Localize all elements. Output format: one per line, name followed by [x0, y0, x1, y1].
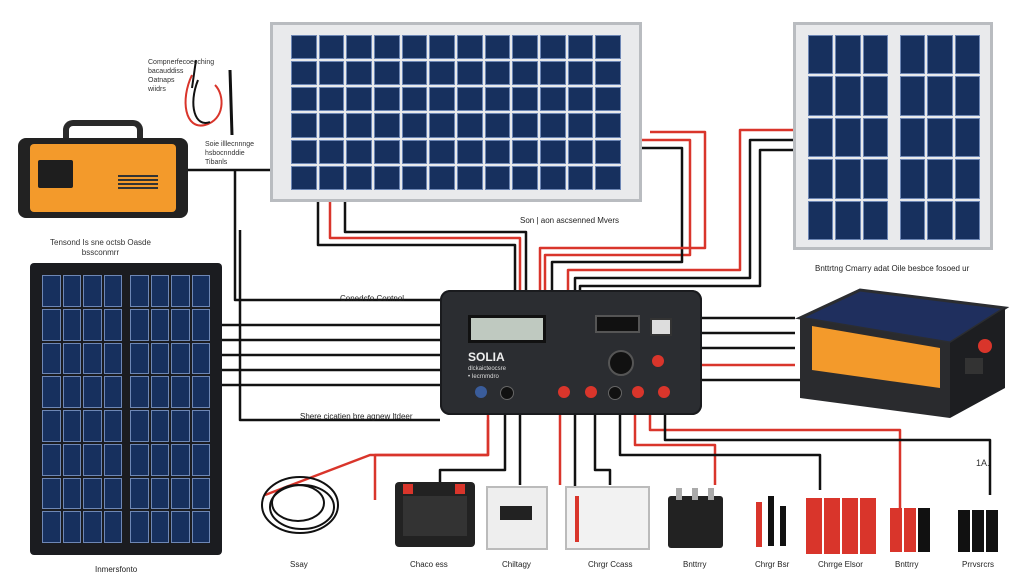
switch-label: Shere cicatien bre agnew ltdeer [300, 412, 413, 421]
multimeter-probe-icon [184, 59, 234, 136]
wire-right-red-1 [566, 128, 795, 290]
cable-coil-icon [261, 476, 339, 534]
item-caption-7: Chrrge Elsor [818, 560, 863, 569]
portable-power-station-icon [18, 120, 188, 220]
right-battery [790, 288, 1012, 428]
wire-down-9 [618, 410, 822, 490]
wire-right-black-1 [573, 138, 795, 290]
controller-red-button[interactable] [652, 355, 664, 367]
right-panel-caption: Bnttrtng Cmarry adat Oile besbce fosoed … [815, 264, 970, 273]
item-caption-3: Chiltagy [502, 560, 531, 569]
battery-device [395, 482, 475, 547]
wire-top-red-2 [543, 138, 692, 290]
wire-top-red-3 [538, 130, 707, 290]
item-caption-8: Bnttrry [895, 560, 919, 569]
item-caption-5: Bnttrry [683, 560, 707, 569]
terminal-black-1[interactable] [500, 386, 514, 400]
terminal-red-3[interactable] [632, 386, 644, 398]
controller-display [468, 315, 546, 343]
controller-sub2: • Iecrnmdro [468, 374, 499, 380]
item-caption-9: Prrvsrcrs [962, 560, 994, 569]
terminal-red-2[interactable] [585, 386, 597, 398]
wire-top-red-1 [328, 200, 522, 290]
wire-top-black-2 [343, 200, 528, 290]
left-panel-caption: Tensond Is sne octsb Oasde bssconmrr [50, 238, 151, 257]
controller-knob[interactable] [608, 350, 634, 376]
top-solar-panel [270, 22, 642, 202]
bottom-left-caption: Inmersfonto [95, 565, 138, 574]
controller-slot [595, 315, 640, 333]
item-caption-4: Chrgr Ccass [588, 560, 633, 569]
charge-device [486, 486, 548, 550]
wire-right-black-2 [578, 148, 795, 292]
wire-down-10 [663, 410, 992, 495]
fuse-icon [668, 486, 723, 548]
wire-down-6 [593, 400, 612, 485]
wire-down-2 [438, 415, 507, 485]
terminal-red-4[interactable] [658, 386, 670, 398]
controller-brand: SOLIA [468, 350, 505, 364]
item-caption-1: Ssay [290, 560, 308, 569]
terminal-icon [806, 478, 878, 554]
controller-sub: dlckaicteocsre [468, 366, 507, 372]
corner-mark: 1A. [976, 458, 990, 468]
wire-top-black-3 [550, 146, 684, 290]
controller-label: Conedcfo Contnol [340, 294, 405, 303]
wire-down-8 [648, 410, 902, 520]
wire-down-7 [633, 410, 717, 485]
right-solar-panel [793, 22, 993, 250]
charger-box [565, 486, 650, 550]
wire-left-7 [238, 230, 440, 422]
item-caption-2: Chaco ess [410, 560, 448, 569]
top-left-callout: Compnerfecoecching bacauddiss Oatnaps wi… [148, 59, 215, 93]
terminal-red-1[interactable] [558, 386, 570, 398]
charge-controller: SOLIA dlckaicteocsre • Iecrnmdro [440, 290, 702, 415]
left-solar-panel [30, 263, 222, 555]
wire-left-6 [233, 170, 440, 302]
protector-set [958, 490, 1008, 552]
top-panel-caption: Son | aon ascsenned Mvers [520, 216, 620, 225]
terminal-black-2[interactable] [608, 386, 622, 400]
wire-down-red-left [264, 420, 490, 497]
battery-cells [890, 490, 932, 552]
terminal-blue[interactable] [475, 386, 487, 398]
probe-set [752, 492, 792, 552]
multimeter-note: Soie illlecnnnge hsbocnnddie Tibanls [205, 141, 255, 166]
controller-indicator [650, 318, 672, 336]
item-caption-6: Chrgr Bsr [755, 560, 790, 569]
wire-top-black-1 [316, 200, 517, 290]
